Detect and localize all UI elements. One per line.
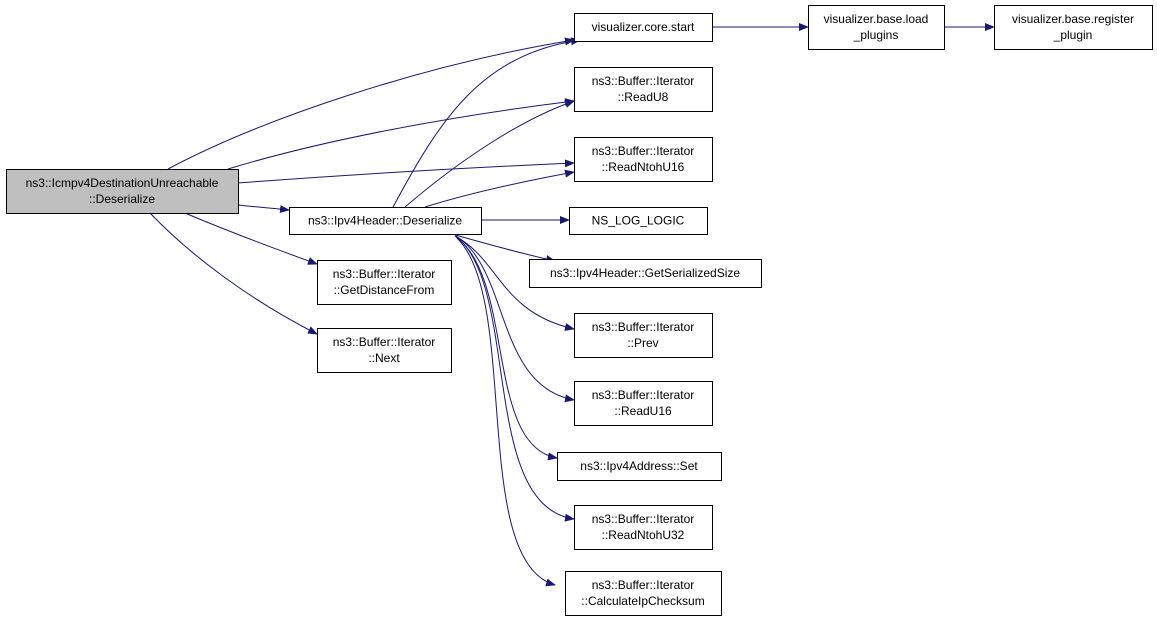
node-label: ns3::Ipv4Address::Set [580,459,698,473]
node-next[interactable]: ns3::Buffer::Iterator::Next [317,328,452,373]
node-label: ns3::Buffer::Iterator [592,144,695,158]
node-calcchecksum[interactable]: ns3::Buffer::Iterator::CalculateIpChecks… [565,571,722,616]
node-label: _plugin [1053,28,1093,42]
node-box [557,452,722,481]
node-readntohu32[interactable]: ns3::Buffer::Iterator::ReadNtohU32 [574,505,713,550]
edge-path [237,204,290,214]
node-ipv4addrset[interactable]: ns3::Ipv4Address::Set [557,452,722,481]
edge-ipv4hdr_deser-to-calcchecksum [456,237,556,587]
edge-ipv4hdr_deser-to-readu16 [455,235,575,403]
edge-path [454,235,575,331]
edge-ipv4hdr_deser-to-prev [454,235,575,331]
node-box [289,207,482,235]
node-box [574,137,713,182]
node-readu16[interactable]: ns3::Buffer::Iterator::ReadU16 [574,381,713,426]
node-vis_start[interactable]: visualizer.core.start [574,13,713,42]
node-label: visualizer.base.load [824,12,929,26]
edge-path [227,98,575,170]
edge-ipv4hdr_deser-to-getsersize [451,233,556,263]
node-box [529,259,762,288]
node-label: _plugins [853,28,899,42]
node-label: ns3::Buffer::Iterator [592,512,695,526]
edge-ipv4hdr_deser-to-readu8 [404,100,575,208]
edge-path [404,100,575,208]
node-getsersize[interactable]: ns3::Ipv4Header::GetSerializedSize [529,259,762,288]
edge-root-to-ipv4hdr_deser [237,204,290,214]
node-box [6,169,239,214]
node-label: visualizer.core.start [592,20,695,34]
edge-root-to-readntohu16 [237,159,575,184]
node-label: ns3::Ipv4Header::GetSerializedSize [550,266,740,280]
node-label: ::ReadNtohU32 [602,528,685,542]
node-box [574,67,713,112]
node-box [317,328,452,373]
node-ipv4hdr_deser[interactable]: ns3::Ipv4Header::Deserialize [289,207,482,235]
node-label: ns3::Buffer::Iterator [333,267,436,281]
node-vis_reg[interactable]: visualizer.base.register _plugin [994,5,1153,50]
node-getdist[interactable]: ns3::Buffer::Iterator::GetDistanceFrom [317,260,452,305]
node-box [808,5,945,50]
edge-ipv4hdr_deser-to-ipv4addrset [455,236,558,461]
edge-root-to-vis_start [167,37,575,170]
node-prev[interactable]: ns3::Buffer::Iterator::Prev [574,313,713,358]
edge-root-to-next [149,212,318,335]
edge-path [456,237,556,587]
edge-ipv4hdr_deser-to-readntohu32 [456,236,575,522]
edge-path [424,169,575,208]
node-label: ns3::Buffer::Iterator [592,74,695,88]
node-vis_load[interactable]: visualizer.base.load _plugins [808,5,945,50]
edges [149,23,995,587]
edge-path [455,235,575,403]
edge-root-to-getdist [184,212,318,265]
edge-ipv4hdr_deser-to-readntohu16 [424,169,575,208]
node-label: ns3::Ipv4Header::Deserialize [308,214,462,228]
node-label: ::Prev [627,336,658,350]
edge-path [167,37,575,170]
node-readu8[interactable]: ns3::Buffer::Iterator::ReadU8 [574,67,713,112]
node-box [574,313,713,358]
node-box [569,207,708,235]
edge-path [237,159,575,184]
node-box [565,571,722,616]
node-label: visualizer.base.register [1012,12,1134,26]
node-label: ::GetDistanceFrom [334,283,435,297]
node-label: ::ReadU8 [618,90,669,104]
node-root: ns3::Icmpv4DestinationUnreachable::Deser… [6,169,239,214]
node-label: ns3::Icmpv4DestinationUnreachable [26,176,219,190]
node-label: ::Deserialize [89,192,155,206]
edge-path [456,236,575,522]
node-box [994,5,1153,50]
node-label: ::Next [368,351,400,365]
edge-root-to-readu8 [227,98,575,170]
node-label: ns3::Buffer::Iterator [333,335,436,349]
node-readntohu16[interactable]: ns3::Buffer::Iterator::ReadNtohU16 [574,137,713,182]
edge-path [149,212,318,335]
node-label: ns3::Buffer::Iterator [592,578,695,592]
node-box [574,505,713,550]
node-label: NS_LOG_LOGIC [592,214,685,228]
nodes: ns3::Icmpv4DestinationUnreachable::Deser… [6,5,1153,616]
node-nslog[interactable]: NS_LOG_LOGIC [569,207,708,235]
node-label: ::ReadU16 [614,404,672,418]
node-label: ::ReadNtohU16 [602,160,685,174]
edge-path [451,233,556,263]
node-label: ns3::Buffer::Iterator [592,388,695,402]
edge-path [455,236,558,461]
node-label: ns3::Buffer::Iterator [592,320,695,334]
edge-path [184,212,318,265]
node-label: ::CalculateIpChecksum [581,594,704,608]
edge-path [392,37,581,208]
edge-ipv4hdr_deser-to-vis_start [392,37,581,208]
node-box [317,260,452,305]
node-box [574,381,713,426]
node-box [574,13,713,42]
